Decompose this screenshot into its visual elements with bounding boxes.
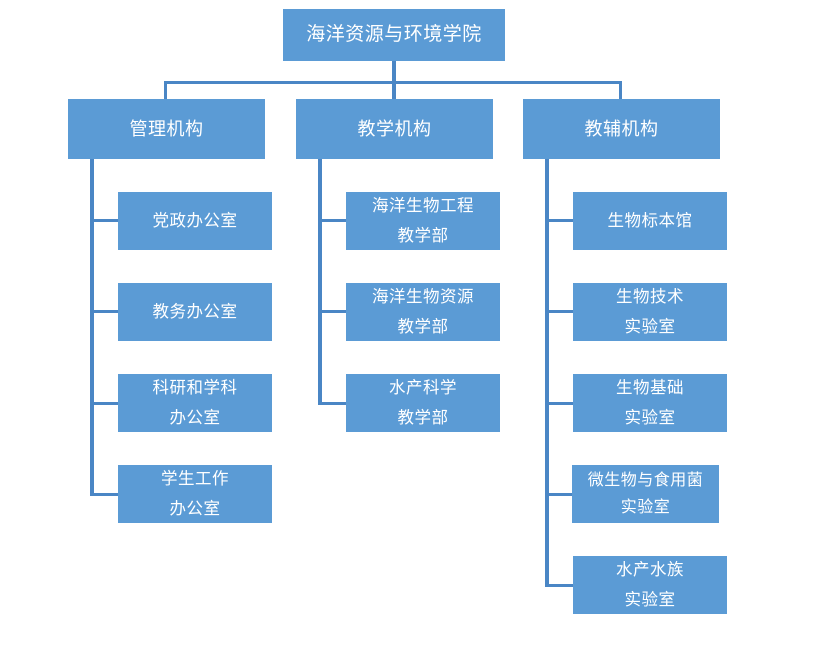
node-branch-2-child-2[interactable]: 生物基础 实验室 bbox=[573, 374, 727, 432]
node-branch-2-child-3-line-1: 实验室 bbox=[620, 499, 671, 516]
node-branch-1-child-1-line-1: 教学部 bbox=[397, 318, 449, 336]
node-branch-0-child-0-line-0: 党政办公室 bbox=[152, 212, 238, 230]
connector-branch-0-stub-0 bbox=[90, 219, 118, 222]
node-branch-1-child-0[interactable]: 海洋生物工程 教学部 bbox=[346, 192, 500, 250]
connector-branch-1-stub-2 bbox=[318, 402, 346, 405]
node-branch-0[interactable]: 管理机构 bbox=[68, 99, 265, 159]
node-root-line-0: 海洋资源与环境学院 bbox=[306, 24, 482, 45]
node-branch-1-line-0: 教学机构 bbox=[357, 119, 432, 139]
node-branch-2-child-4[interactable]: 水产水族 实验室 bbox=[573, 556, 727, 614]
node-branch-2-child-2-line-0: 生物基础 bbox=[616, 379, 684, 397]
node-branch-1-child-2[interactable]: 水产科学 教学部 bbox=[346, 374, 500, 432]
node-branch-2-line-0: 教辅机构 bbox=[584, 119, 659, 139]
node-branch-1-child-1-line-0: 海洋生物资源 bbox=[372, 288, 474, 306]
node-branch-1-child-1[interactable]: 海洋生物资源 教学部 bbox=[346, 283, 500, 341]
node-branch-2-child-3[interactable]: 微生物与食用菌 实验室 bbox=[572, 465, 719, 523]
connector-branch-1-spine bbox=[318, 159, 322, 405]
node-branch-0-line-0: 管理机构 bbox=[129, 119, 204, 139]
node-branch-0-child-1-line-0: 教务办公室 bbox=[152, 303, 238, 321]
connector-branch-2-spine bbox=[545, 159, 549, 587]
connector-branch-0-stub-3 bbox=[90, 493, 118, 496]
node-branch-2-child-0[interactable]: 生物标本馆 bbox=[573, 192, 727, 250]
connector-branch-1-stub-0 bbox=[318, 219, 346, 222]
node-branch-2-child-4-line-0: 水产水族 bbox=[616, 561, 684, 579]
node-branch-2-child-1-line-1: 实验室 bbox=[624, 318, 676, 336]
connector-root-stem bbox=[392, 61, 396, 84]
node-branch-2-child-1[interactable]: 生物技术 实验室 bbox=[573, 283, 727, 341]
node-branch-2-child-2-line-1: 实验室 bbox=[624, 409, 676, 427]
node-branch-2-child-3-line-0: 微生物与食用菌 bbox=[587, 472, 704, 489]
node-branch-0-child-2-line-1: 办公室 bbox=[169, 409, 221, 427]
node-branch-1-child-2-line-1: 教学部 bbox=[397, 409, 449, 427]
connector-branch-2-stub-1 bbox=[545, 310, 573, 313]
node-branch-2-child-0-line-0: 生物标本馆 bbox=[607, 212, 693, 230]
connector-branch-2-stub-0 bbox=[545, 219, 573, 222]
node-branch-0-child-3-line-0: 学生工作 bbox=[161, 470, 229, 488]
node-branch-0-child-3-line-1: 办公室 bbox=[169, 500, 221, 518]
node-branch-1-child-0-line-0: 海洋生物工程 bbox=[372, 197, 474, 215]
node-branch-2[interactable]: 教辅机构 bbox=[523, 99, 720, 159]
connector-branch-0-stub-2 bbox=[90, 402, 118, 405]
node-root[interactable]: 海洋资源与环境学院 bbox=[283, 9, 505, 61]
connector-branch-2-stub-2 bbox=[545, 402, 573, 405]
connector-branch-1-stub-1 bbox=[318, 310, 346, 313]
node-branch-0-child-1[interactable]: 教务办公室 bbox=[118, 283, 272, 341]
node-branch-1-child-0-line-1: 教学部 bbox=[397, 227, 449, 245]
connector-branch-0-stub-1 bbox=[90, 310, 118, 313]
node-branch-0-child-3[interactable]: 学生工作 办公室 bbox=[118, 465, 272, 523]
connector-bus-drop-3 bbox=[619, 81, 622, 99]
connector-bus-drop-2 bbox=[392, 81, 396, 99]
node-branch-1[interactable]: 教学机构 bbox=[296, 99, 493, 159]
connector-branch-2-stub-3 bbox=[545, 493, 573, 496]
node-branch-0-child-2[interactable]: 科研和学科 办公室 bbox=[118, 374, 272, 432]
node-branch-2-child-1-line-0: 生物技术 bbox=[616, 288, 684, 306]
connector-branch-2-stub-4 bbox=[545, 584, 573, 587]
node-branch-1-child-2-line-0: 水产科学 bbox=[389, 379, 457, 397]
connector-bus-drop-1 bbox=[164, 81, 167, 99]
node-branch-0-child-2-line-0: 科研和学科 bbox=[152, 379, 238, 397]
node-branch-2-child-4-line-1: 实验室 bbox=[624, 591, 676, 609]
node-branch-0-child-0[interactable]: 党政办公室 bbox=[118, 192, 272, 250]
connector-branch-0-spine bbox=[90, 159, 94, 496]
